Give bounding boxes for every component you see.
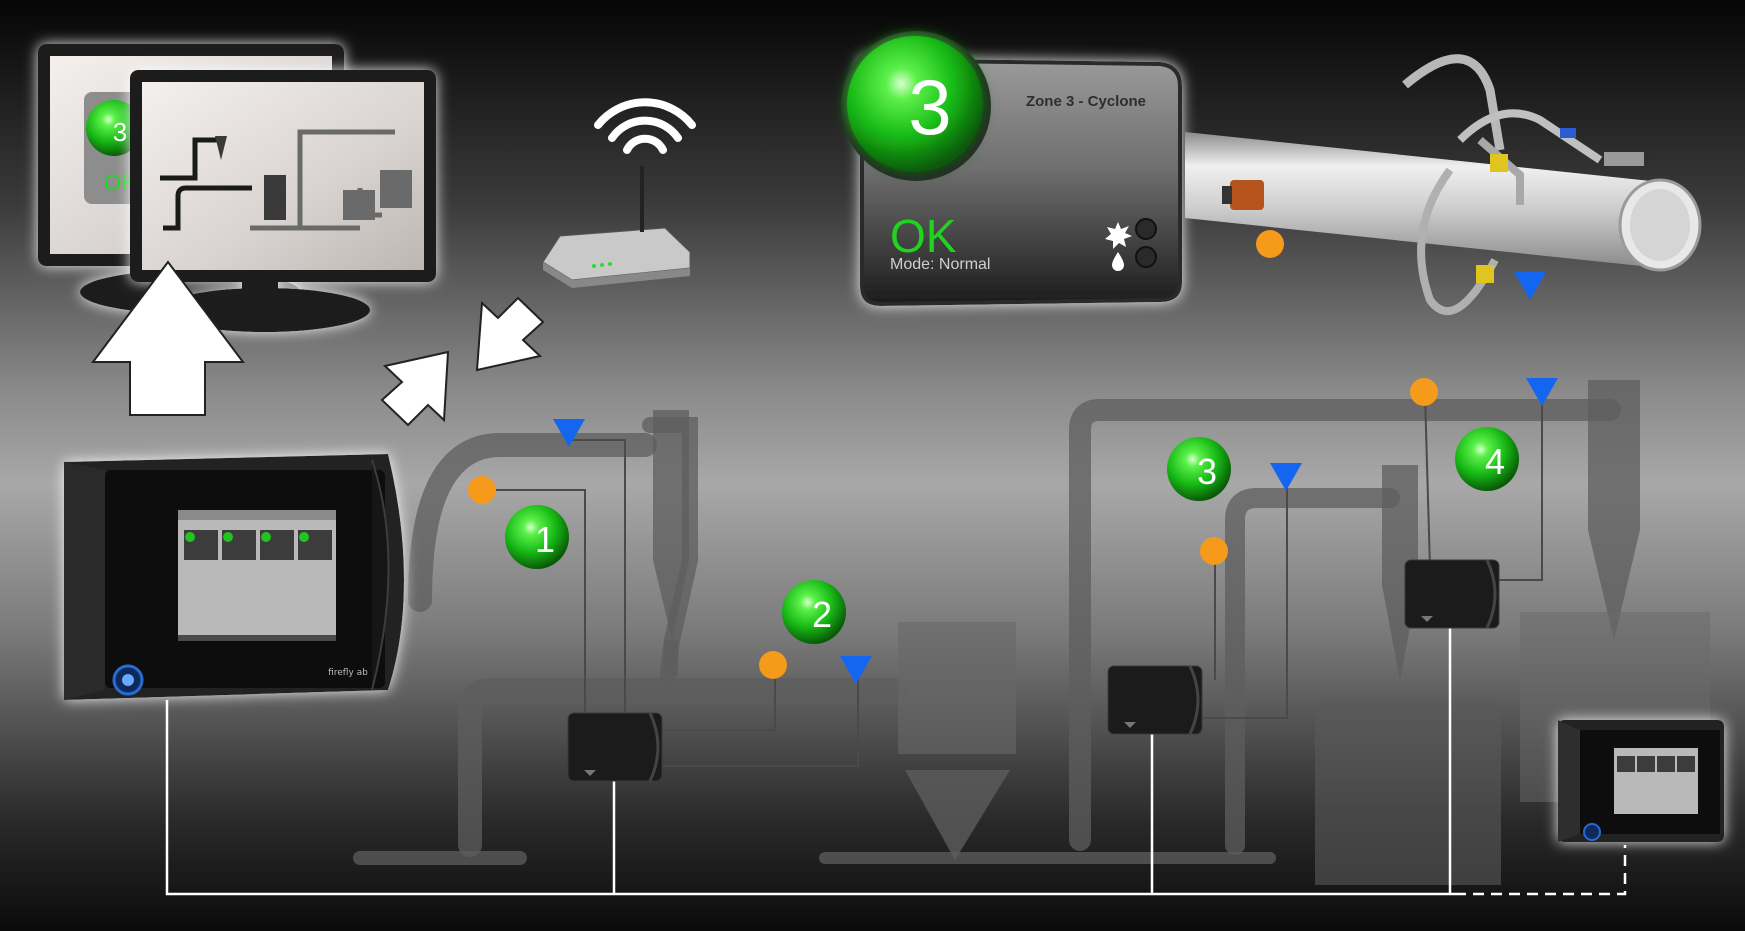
zone-marker-2: 2 — [782, 580, 846, 644]
wifi-router — [542, 166, 691, 288]
zone-marker-3: 3 — [1167, 437, 1231, 501]
network-wiring — [165, 627, 1627, 896]
zone-marker-1-number: 1 — [535, 519, 555, 560]
spark-detectors — [468, 230, 1438, 679]
spark-detector — [759, 651, 787, 679]
panel-zone-number: 3 — [908, 63, 951, 151]
panel-mode-label: Mode: Normal — [890, 256, 990, 273]
spark-detector — [1256, 230, 1284, 258]
water-indicator-icon — [1112, 246, 1157, 271]
zone-marker-1: 1 — [505, 505, 569, 569]
zone-marker-4: 4 — [1455, 427, 1519, 491]
spark-indicator-icon — [1105, 218, 1157, 249]
spark-detector — [468, 476, 496, 504]
extinguishing-nozzle — [1514, 272, 1546, 300]
duct-pipe-section — [1185, 54, 1702, 315]
extinguishing-nozzle — [1526, 378, 1558, 406]
extinguishing-nozzles — [553, 272, 1558, 684]
monitor-plant-schematic — [160, 129, 412, 231]
extinguishing-nozzle — [1270, 463, 1302, 491]
field-controller-2 — [1107, 665, 1203, 735]
field-controller-3 — [1404, 559, 1500, 629]
monitor-overlay-number: 3 — [113, 117, 127, 147]
spark-detector — [1410, 378, 1438, 406]
signal-lines — [483, 392, 1543, 767]
zone-status-panel-content: 3 Zone 3 - Cyclone OK Mode: Normal — [841, 31, 1157, 273]
wifi-signal-icon — [594, 98, 696, 154]
arrow-diagonal-out-icon — [380, 350, 450, 427]
main-control-screen — [178, 510, 336, 641]
secondary-control-screen — [1614, 748, 1698, 814]
data-flow-arrows — [91, 260, 545, 427]
panel-status-ok: OK — [890, 210, 957, 262]
arrow-diagonal-in-icon — [475, 296, 545, 372]
panel-zone-title: Zone 3 - Cyclone — [1026, 93, 1146, 110]
extinguishing-nozzle — [553, 419, 585, 447]
zone-marker-2-number: 2 — [812, 594, 832, 635]
controller-brand-label: firefly ab — [328, 668, 368, 678]
arrow-up-icon — [91, 260, 245, 416]
spark-detector-device — [1222, 180, 1264, 210]
spark-detector — [1200, 537, 1228, 565]
zone-marker-4-number: 4 — [1485, 441, 1505, 482]
monitor-back-overlay: 3 OK — [84, 92, 144, 204]
extinguishing-nozzle — [840, 656, 872, 684]
extinguishing-valve-icon — [1476, 154, 1508, 283]
field-controller-1 — [567, 712, 663, 782]
zone-marker-3-number: 3 — [1197, 451, 1217, 492]
